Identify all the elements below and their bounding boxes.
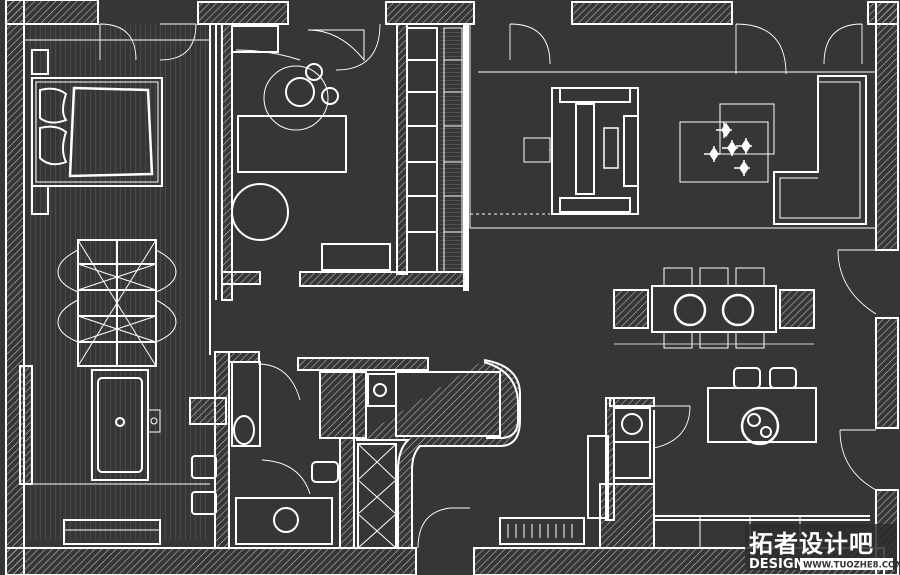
bathroom-fixtures [191,361,519,549]
dining-table [613,267,815,349]
shelving-unit [406,27,463,273]
living-room-sofa [523,87,639,215]
watermark: 拓者设计吧 DESIGN WWW.TUOZHE8.COM [745,524,900,572]
interior-walls [189,23,655,549]
corner-sofa [773,75,867,225]
watermark-url: WWW.TUOZHE8.COM [803,561,900,571]
kitchen-counter [499,407,870,548]
watermark-subtitle: DESIGN [749,557,804,572]
bedroom-bench [63,519,161,545]
kitchen-island [707,367,817,446]
watermark-title: 拓者设计吧 [749,530,874,558]
bathtub [91,369,161,481]
study-furniture [231,25,391,271]
door-swings [24,23,877,549]
bedroom-floor [30,25,210,540]
bed [31,49,163,215]
coffee-table-decor [704,122,752,176]
wardrobe [57,239,177,367]
